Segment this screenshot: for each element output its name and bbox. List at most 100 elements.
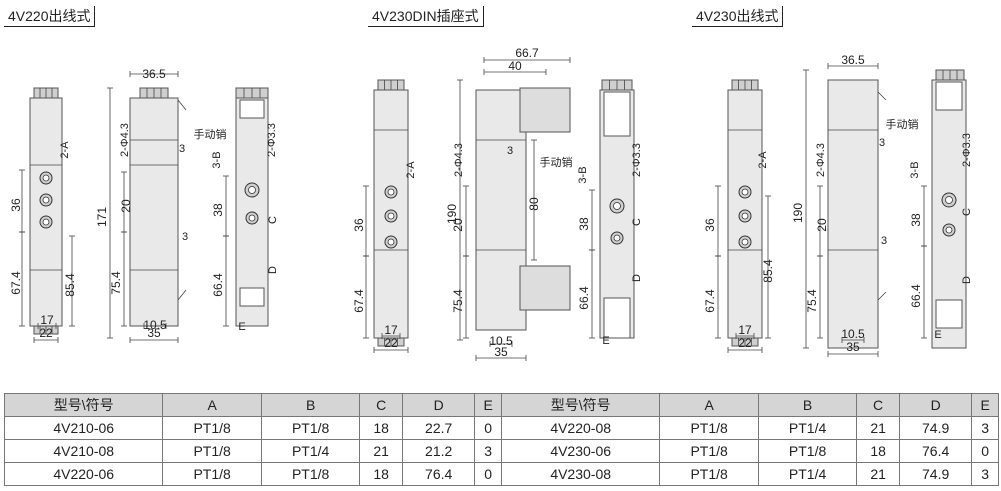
dimension-label: 35 bbox=[494, 345, 508, 359]
table-cell: 21 bbox=[856, 416, 900, 440]
table-cell: 4V210-06 bbox=[3, 416, 164, 440]
dimension-label: 10.5 bbox=[489, 334, 513, 348]
dimension-label: 3-B bbox=[909, 161, 921, 178]
dimension-label: C bbox=[961, 208, 973, 216]
dimension-label: 36.5 bbox=[841, 53, 865, 67]
dimension-label: E bbox=[602, 335, 609, 347]
dimension-line bbox=[877, 91, 887, 101]
table-cell: 4V230-06 bbox=[500, 439, 661, 463]
port-inner bbox=[945, 226, 953, 234]
din-connector bbox=[519, 265, 571, 311]
port-inner bbox=[741, 238, 749, 246]
dimension-label: 38 bbox=[577, 217, 591, 231]
table-header-cell: E bbox=[474, 393, 502, 417]
table-cell: 76.4 bbox=[898, 439, 973, 463]
dimension-label: 2-A bbox=[59, 141, 71, 159]
dimension-label: 66.4 bbox=[211, 273, 225, 297]
port-inner bbox=[613, 234, 621, 242]
dimension-label: 10.5 bbox=[841, 327, 865, 341]
port-inner bbox=[42, 196, 50, 204]
table-cell: 0 bbox=[474, 462, 502, 486]
table-cell: PT1/8 bbox=[260, 416, 361, 440]
table-cell: 18 bbox=[359, 462, 403, 486]
dimension-label: 17 bbox=[384, 323, 398, 337]
dimension-label: 17 bbox=[738, 323, 752, 337]
dimension-label: 3 bbox=[879, 137, 885, 149]
table-cell: 74.9 bbox=[898, 462, 973, 486]
port-inner bbox=[741, 188, 749, 196]
dimension-label: E bbox=[238, 321, 245, 333]
dimension-label: 35 bbox=[846, 340, 860, 354]
dimension-label: 2-Φ3.3 bbox=[631, 143, 643, 177]
port-inner bbox=[387, 212, 395, 220]
dimension-label: 171 bbox=[95, 207, 109, 227]
dimension-label: 38 bbox=[211, 203, 225, 217]
dimension-label: 22 bbox=[384, 336, 398, 350]
table-cell: 0 bbox=[474, 416, 502, 440]
section-title-4v220: 4V220出线式 bbox=[4, 6, 96, 27]
section-title-4v230: 4V230出线式 bbox=[692, 6, 784, 27]
port-inner bbox=[42, 174, 50, 182]
table-header-cell: C bbox=[359, 393, 403, 417]
table-cell: 76.4 bbox=[401, 462, 476, 486]
table-header-cell: 型号\符号 bbox=[500, 393, 661, 417]
table-header-cell: A bbox=[659, 393, 759, 417]
dimension-label: C bbox=[631, 218, 643, 226]
dimension-label: 2-Φ3.3 bbox=[266, 123, 278, 157]
dimension-label: E bbox=[934, 329, 941, 341]
port-inner bbox=[613, 202, 621, 210]
port-inner bbox=[248, 214, 256, 222]
dimension-label: 2-A bbox=[757, 151, 769, 169]
dimension-label: 66.4 bbox=[577, 286, 591, 310]
connector bbox=[935, 299, 963, 329]
dimension-label: 2-Φ4.3 bbox=[815, 143, 827, 177]
table-cell: PT1/8 bbox=[260, 462, 361, 486]
table-cell: 18 bbox=[856, 439, 900, 463]
section-title-4v230din: 4V230DIN插座式 bbox=[368, 6, 484, 27]
dimension-label: 手动销 bbox=[540, 155, 573, 169]
valve-body-side bbox=[475, 89, 527, 331]
dimension-label: 36 bbox=[352, 218, 366, 232]
dimension-label: 66.7 bbox=[515, 46, 539, 60]
table-cell: PT1/8 bbox=[757, 439, 858, 463]
table-cell: PT1/8 bbox=[659, 416, 759, 440]
table-header-cell: A bbox=[162, 393, 262, 417]
dimension-label: 2-Φ4.3 bbox=[453, 143, 465, 177]
dimension-label: 66.4 bbox=[909, 284, 923, 308]
dimension-label: 20 bbox=[451, 218, 465, 232]
table-header-cell: E bbox=[971, 393, 999, 417]
table-header-cell: B bbox=[757, 393, 858, 417]
table-cell: PT1/8 bbox=[659, 462, 759, 486]
dimension-label: 40 bbox=[508, 59, 522, 73]
dimension-label: 75.4 bbox=[451, 289, 465, 313]
dimension-label: 75.4 bbox=[805, 289, 819, 313]
port-inner bbox=[248, 186, 256, 194]
dimension-label: 36.5 bbox=[142, 67, 166, 81]
dimension-label: 2-Φ3.3 bbox=[961, 133, 973, 167]
dimension-label: 手动销 bbox=[886, 117, 919, 131]
dimension-label: 3 bbox=[182, 231, 188, 243]
table-cell: 4V230-08 bbox=[500, 462, 661, 486]
din-socket bbox=[603, 91, 631, 137]
dimension-label: 3-B bbox=[577, 166, 589, 183]
dimension-line bbox=[877, 291, 887, 301]
table-cell: 21 bbox=[856, 462, 900, 486]
dimension-label: 36 bbox=[9, 198, 23, 212]
table-cell: 21 bbox=[359, 439, 403, 463]
table-cell: PT1/8 bbox=[162, 416, 262, 440]
table-cell: 0 bbox=[971, 439, 999, 463]
connector bbox=[935, 81, 963, 111]
dimension-label: D bbox=[961, 276, 973, 284]
din-connector bbox=[519, 87, 571, 133]
port-inner bbox=[387, 238, 395, 246]
table-header-cell: B bbox=[260, 393, 361, 417]
table-cell: 4V210-08 bbox=[3, 439, 164, 463]
table-cell: PT1/8 bbox=[162, 439, 262, 463]
dimension-label: 17 bbox=[40, 313, 54, 327]
dimension-label: 2-Φ4.3 bbox=[119, 123, 131, 157]
